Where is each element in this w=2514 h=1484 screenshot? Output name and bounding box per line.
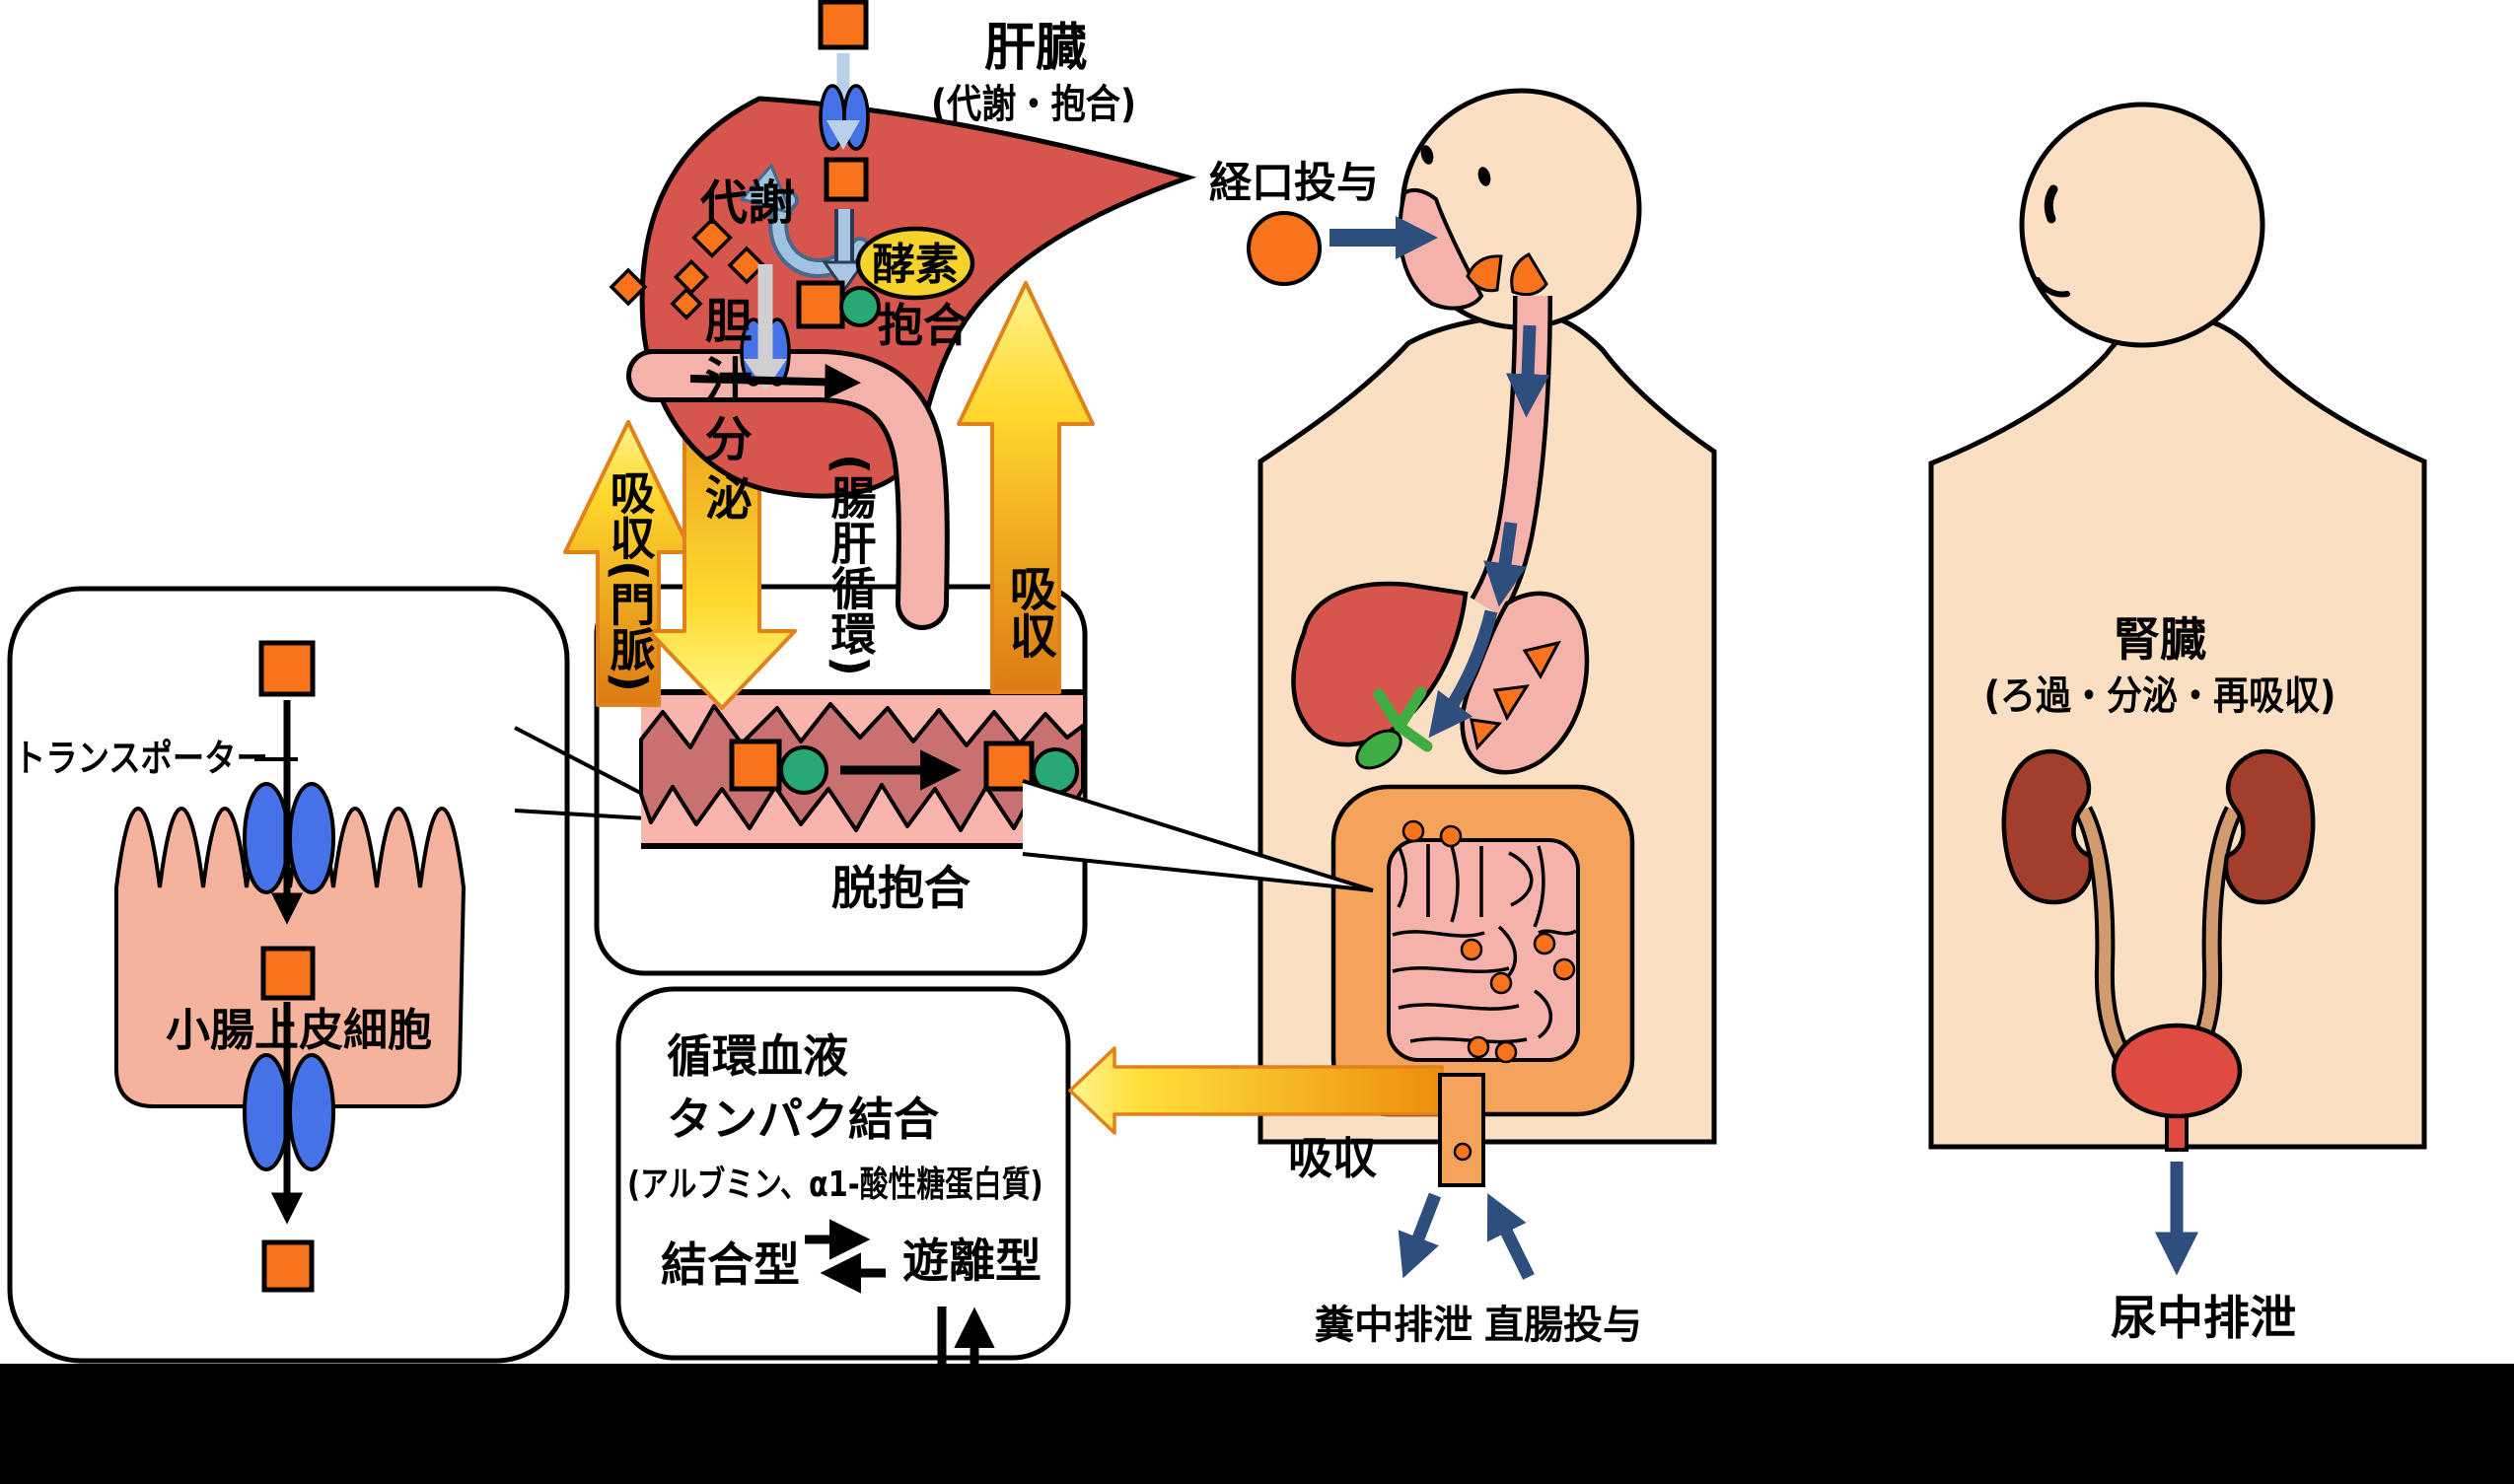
free-drug-square bbox=[983, 741, 1035, 792]
bile-secretion-label: 胆汁分泌 bbox=[695, 296, 752, 532]
bladder-icon bbox=[2111, 1023, 2243, 1119]
pill-fragment bbox=[1510, 251, 1548, 297]
kidney-icon bbox=[2001, 748, 2094, 905]
kidney-title: 腎臓 bbox=[2114, 613, 2206, 668]
intestinal-cell bbox=[114, 640, 467, 1293]
rectal-admin-label: 直腸投与 bbox=[1484, 1303, 1642, 1348]
renal-figure-head bbox=[2019, 102, 2265, 348]
gastric-emptying-arrow bbox=[1428, 609, 1498, 739]
swallow-arrow bbox=[1483, 522, 1527, 607]
dissolving-pill-triangle bbox=[1522, 640, 1561, 680]
drug-dots bbox=[1401, 819, 1576, 1064]
drug-square bbox=[818, 0, 869, 50]
drug-dot bbox=[1453, 1142, 1472, 1162]
conjugate-circle bbox=[839, 286, 881, 327]
intestine-folds bbox=[1392, 844, 1577, 1044]
conjugation-arrow bbox=[822, 209, 867, 293]
kidney-icon bbox=[2223, 748, 2316, 905]
apical-transporter-icon bbox=[288, 782, 335, 894]
absorption-up-arrow bbox=[957, 281, 1095, 694]
conjugated-drug-square bbox=[796, 280, 845, 329]
deconjugation-label: 脱抱合 bbox=[831, 862, 970, 916]
drug-square bbox=[824, 157, 869, 202]
liver-subtitle: (代謝・抱合) bbox=[930, 82, 1137, 127]
enzyme-ellipse bbox=[855, 226, 975, 301]
gallbladder-icon bbox=[1373, 686, 1433, 752]
dissolving-pill-triangle bbox=[1470, 718, 1503, 751]
dissolving-pill-triangle bbox=[1492, 684, 1530, 722]
biliary-excretion-arrow bbox=[740, 264, 791, 390]
cell-label: 小腸上皮細胞 bbox=[166, 1004, 433, 1056]
blood-line2: タンパク結合 bbox=[667, 1093, 939, 1146]
metabolism-label: 代謝 bbox=[700, 176, 796, 231]
enterohepatic-circulation-label: (腸肝循環) bbox=[824, 454, 878, 677]
gallbladder-sac bbox=[1355, 729, 1402, 770]
liver-title: 肝臓 bbox=[983, 19, 1087, 78]
free-form-label: 遊離型 bbox=[902, 1235, 1042, 1289]
lumen-callout bbox=[1022, 779, 1374, 892]
blood-line1: 循環血液 bbox=[667, 1029, 848, 1083]
equilibrium-arrows bbox=[805, 1219, 886, 1294]
eye-icon bbox=[1420, 145, 1434, 165]
absorption-portal-label: 吸収(門脈) bbox=[603, 469, 657, 693]
swallow-arrow bbox=[1506, 324, 1550, 418]
blood-box bbox=[615, 986, 1071, 1361]
fecal-excretion-arrow bbox=[1398, 1192, 1442, 1279]
kidney-subtitle: (ろ過・分泌・再吸収) bbox=[1983, 673, 2336, 719]
pill-icon bbox=[1247, 211, 1322, 286]
conjugation-label: 抱合 bbox=[878, 299, 969, 352]
bile-flow-arrow bbox=[689, 363, 862, 400]
drug-square bbox=[258, 640, 316, 697]
apical-transporter-icon bbox=[243, 782, 290, 894]
basolateral-transporter-icon bbox=[243, 1053, 290, 1171]
eye-icon bbox=[1477, 167, 1491, 186]
metabolite-fragments bbox=[609, 217, 766, 320]
enzyme-label: 酵素 bbox=[872, 240, 959, 290]
conjugate-circle bbox=[779, 745, 828, 795]
conjugated-drug-square bbox=[729, 739, 782, 792]
gi-tract bbox=[1291, 295, 1635, 1117]
drug-square bbox=[260, 946, 316, 1001]
transporter-label: トランスポーター bbox=[14, 737, 268, 780]
absorption-up-label: 吸収 bbox=[1000, 564, 1056, 659]
rectum bbox=[1438, 1073, 1485, 1187]
urinary-excretion-label: 尿中排泄 bbox=[2111, 1292, 2296, 1346]
renal-figure-body bbox=[1928, 102, 2427, 1152]
bottom-black-bar bbox=[0, 1364, 2514, 1484]
fecal-excretion-label: 糞中排泄 bbox=[1315, 1303, 1472, 1348]
drug-square bbox=[261, 1239, 315, 1293]
oral-admin-label: 経口投与 bbox=[1209, 159, 1379, 208]
open-mouth bbox=[1398, 187, 1484, 311]
absorption-bottom-label: 吸収 bbox=[1288, 1132, 1378, 1184]
intestinal-lumen-band bbox=[639, 689, 1085, 849]
drug-entry-liver bbox=[818, 0, 870, 202]
eye-icon bbox=[2044, 184, 2058, 224]
oral-dose bbox=[1247, 211, 1438, 286]
bound-form-label: 結合型 bbox=[661, 1238, 800, 1293]
pill-fragment bbox=[1466, 254, 1503, 293]
basolateral-transporter-icon bbox=[288, 1053, 335, 1171]
blood-line3: (アルブミン、α1-酸性糖蛋白質) bbox=[627, 1165, 1043, 1205]
rectal-admin-arrow bbox=[1486, 1193, 1535, 1280]
mouth-icon bbox=[2035, 277, 2070, 298]
